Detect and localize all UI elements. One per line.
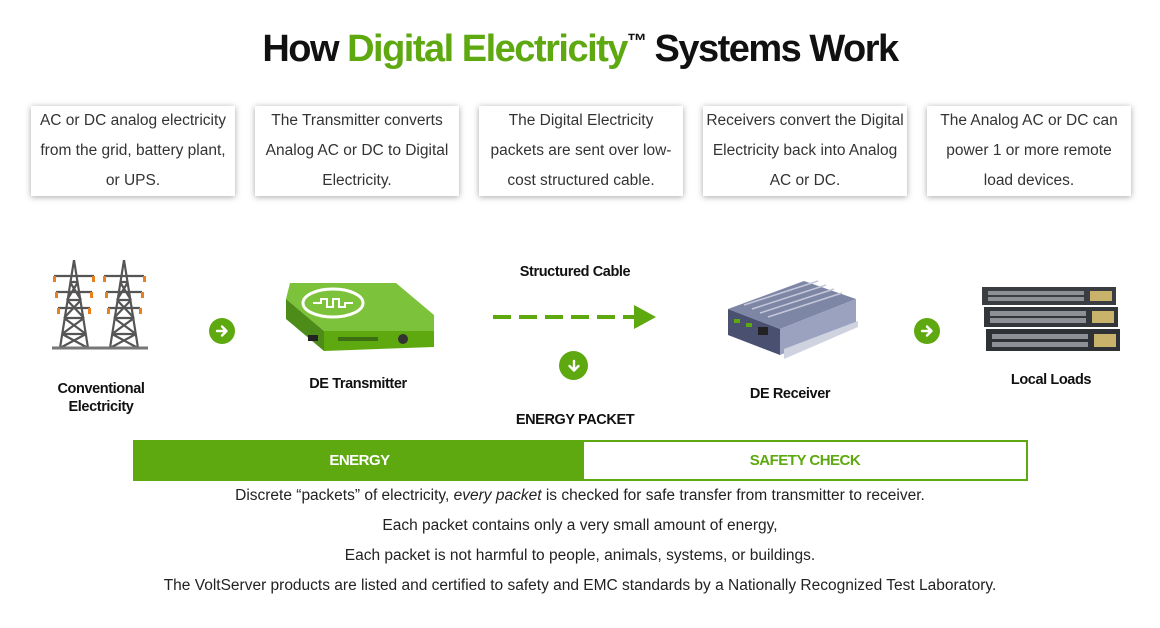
note-line-1-pre: Discrete “packets” of electricity, xyxy=(235,487,454,504)
de-receiver-device-icon xyxy=(728,280,858,359)
de-transmitter-device-icon xyxy=(286,283,434,351)
local-loads-label: Local Loads xyxy=(1010,372,1092,388)
network-switch-stack-icon xyxy=(982,287,1120,351)
energy-segment: ENERGY xyxy=(135,442,584,479)
energy-packet-label: ENERGY PACKET xyxy=(515,412,635,428)
arrow-right-icon xyxy=(914,318,940,344)
trademark: ™ xyxy=(626,30,647,53)
note-line-3: Each packet is not harmful to people, an… xyxy=(344,547,816,564)
step-card-text: The Analog AC or DC can power 1 or more … xyxy=(940,112,1118,189)
safety-check-segment: SAFETY CHECK xyxy=(584,442,1026,479)
step-card-cable: The Digital Electricity packets are sent… xyxy=(479,106,683,196)
conventional-label-line1: Conventional xyxy=(57,381,145,397)
title-highlight: Digital Electricity xyxy=(347,28,628,70)
step-card-source: AC or DC analog electricity from the gri… xyxy=(31,106,235,196)
energy-safety-bar: ENERGY SAFETY CHECK xyxy=(133,440,1028,481)
de-transmitter-label: DE Transmitter xyxy=(309,376,407,392)
step-card-text: Receivers convert the Digital Electricit… xyxy=(706,112,904,189)
note-line-1: Discrete “packets” of electricity, every… xyxy=(0,487,1160,505)
step-card-text: The Transmitter converts Analog AC or DC… xyxy=(265,112,449,189)
note-line-1-emphasis: every packet xyxy=(453,487,542,504)
arrow-right-icon xyxy=(209,318,235,344)
title-prefix: How xyxy=(262,28,348,70)
note-line-4: The VoltServer products are listed and c… xyxy=(163,577,997,594)
step-card-transmitter: The Transmitter converts Analog AC or DC… xyxy=(255,106,459,196)
power-tower-icon xyxy=(52,259,148,350)
step-card-receiver: Receivers convert the Digital Electricit… xyxy=(703,106,907,196)
de-receiver-label: DE Receiver xyxy=(749,386,831,402)
note-line-1-post: is checked for safe transfer from transm… xyxy=(541,487,925,504)
note-line-2: Each packet contains only a very small a… xyxy=(382,517,778,534)
page-title: How Digital Electricity™ Systems Work xyxy=(0,28,1160,71)
conventional-electricity-label: Conventional Electricity xyxy=(40,380,162,416)
arrow-down-icon xyxy=(559,351,588,380)
step-card-loads: The Analog AC or DC can power 1 or more … xyxy=(927,106,1131,196)
structured-cable-label: Structured Cable xyxy=(519,264,631,280)
cable-arrow-icon xyxy=(493,305,656,329)
step-card-text: AC or DC analog electricity from the gri… xyxy=(39,112,227,189)
title-suffix: Systems Work xyxy=(645,28,899,70)
step-card-text: The Digital Electricity packets are sent… xyxy=(490,112,672,189)
conventional-label-line2: Electricity xyxy=(68,399,134,415)
